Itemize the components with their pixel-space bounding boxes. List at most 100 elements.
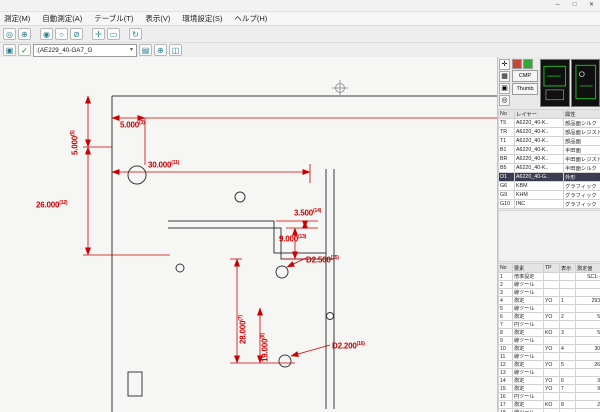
- measurement-row-cell: 13: [498, 368, 513, 377]
- measurement-row-cell: 線ツール: [512, 336, 544, 345]
- rect-tool-icon[interactable]: ▭: [107, 28, 120, 40]
- dimension-label[interactable]: D2.500(15): [306, 255, 339, 265]
- cad-canvas[interactable]: 5.000(3) 5.000(5) 30.000(11) 26.000(12) …: [0, 57, 497, 412]
- column-header: 表示: [559, 263, 576, 273]
- camera-icon[interactable]: ▣: [499, 83, 510, 94]
- part-thumbnail[interactable]: [540, 59, 570, 107]
- measurement-row-cell: 測定: [512, 312, 544, 321]
- minimize-button[interactable]: ─: [555, 2, 560, 8]
- layer-select-combo[interactable]: :(AE229_40-GA7_G ▼: [33, 43, 137, 57]
- target-icon[interactable]: ⊕: [154, 44, 167, 56]
- menu-view[interactable]: 表示(V): [145, 14, 171, 23]
- measurement-row-cell: 5.000: [575, 328, 600, 337]
- layer-row-cell: 部品面シルク: [563, 118, 600, 128]
- measurement-row-cell: 9.000: [575, 384, 600, 393]
- layer-row-cell: G9: [498, 190, 515, 200]
- layer-row-cell: O1: [498, 172, 515, 182]
- layer-color-green-icon: [523, 59, 533, 69]
- view-cluster: ✛ ▦ ▣ ◎ CMP Thumb: [498, 57, 600, 109]
- crosshair-icon[interactable]: ✛: [499, 59, 510, 70]
- right-panel: ✛ ▦ ▣ ◎ CMP Thumb: [497, 57, 600, 412]
- layer-thumbnail[interactable]: [570, 59, 600, 107]
- crosshair-tool-icon[interactable]: ⊕: [18, 28, 31, 40]
- arc-tool-icon[interactable]: ○: [55, 28, 68, 40]
- dimension-label[interactable]: 3.500(14): [294, 208, 322, 218]
- measurement-row-cell: 線ツール: [512, 288, 544, 297]
- target-icon[interactable]: ◎: [499, 95, 510, 106]
- circle-tool-icon[interactable]: ◎: [3, 28, 16, 40]
- measurement-row-cell: 線ツール: [512, 368, 544, 377]
- dimension-label[interactable]: 28.000(7): [238, 315, 248, 344]
- point-tool-icon[interactable]: ◉: [40, 28, 53, 40]
- dimension-label[interactable]: D2.200(16): [332, 341, 365, 351]
- grid-icon[interactable]: ▤: [139, 44, 152, 56]
- measurement-row-cell: [543, 408, 560, 412]
- measurement-row-cell: 7: [559, 384, 576, 393]
- menu-settings[interactable]: 環境設定(S): [182, 14, 223, 23]
- camera-icon[interactable]: ▣: [3, 44, 16, 56]
- maximize-button[interactable]: □: [572, 2, 577, 8]
- dimension-label[interactable]: 9.000(13): [279, 234, 307, 244]
- menu-measure[interactable]: 測定(M): [4, 14, 31, 23]
- dimension-label[interactable]: 30.000(11): [148, 160, 180, 170]
- dimension-label[interactable]: 19.000(8): [260, 333, 270, 362]
- menu-auto-measure[interactable]: 自動測定(A): [42, 14, 83, 23]
- close-button[interactable]: ✕: [588, 2, 595, 8]
- grid-icon[interactable]: ▦: [499, 71, 510, 82]
- menu-table[interactable]: テーブル(T): [94, 14, 134, 23]
- cross-tool-icon[interactable]: ✛: [92, 28, 105, 40]
- dimension-label[interactable]: 5.000(3): [120, 120, 145, 130]
- column-header: レイヤー: [514, 109, 564, 119]
- measurement-row-cell: 14: [498, 376, 513, 385]
- measurement-row[interactable]: 18線ツール: [498, 408, 600, 412]
- measurement-row-cell: 測定: [512, 296, 544, 305]
- measurement-row-cell: [543, 336, 560, 345]
- window-icon[interactable]: ◫: [169, 44, 182, 56]
- cmp-button[interactable]: CMP: [512, 70, 538, 82]
- erase-tool-icon[interactable]: ⊘: [70, 28, 83, 40]
- menu-help[interactable]: ヘルプ(H): [234, 14, 268, 23]
- refresh-icon[interactable]: ↻: [129, 28, 142, 40]
- dimension-lines: [83, 95, 497, 364]
- dimension-label[interactable]: 5.000(5): [70, 130, 80, 155]
- measurement-row-cell: 円ツール: [512, 320, 544, 329]
- measurement-row-cell: 4: [559, 344, 576, 353]
- measurement-row-cell: 2: [559, 312, 576, 321]
- measurement-row-cell: KO: [543, 328, 560, 337]
- measurement-row-cell: [543, 288, 560, 297]
- measurement-row-cell: [559, 408, 576, 412]
- apply-check-icon[interactable]: ✓: [18, 44, 31, 56]
- layer-row-cell: G10: [498, 199, 515, 209]
- measurement-row-cell: 3.500: [575, 376, 600, 385]
- thumb-button[interactable]: Thumb: [512, 83, 538, 95]
- dimension-label[interactable]: 26.000(12): [36, 200, 68, 210]
